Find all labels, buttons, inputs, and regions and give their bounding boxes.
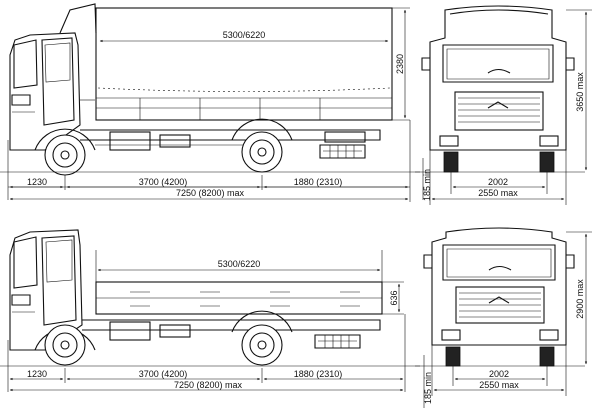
dim-track-width-bottom: 2002 (489, 369, 509, 379)
chassis-bottom (82, 319, 381, 349)
flatbed-truck-side-view (0, 229, 420, 367)
dim-overall-length-top: 7250 (8200) max (176, 188, 245, 198)
dim-overall-length-bottom: 7250 (8200) max (174, 380, 243, 390)
dim-track-width-top: 2002 (488, 177, 508, 187)
dim-overall-height-bottom: 2900 max (575, 279, 585, 319)
flatbed-truck-front-view (415, 227, 585, 367)
cab-side (9, 3, 97, 151)
tarpaulin-truck-front-view (415, 5, 585, 173)
tarpaulin-truck-side-view (0, 3, 420, 176)
dim-overall-width-top: 2550 max (478, 188, 518, 198)
dim-rear-overhang-top: 1880 (2310) (294, 177, 343, 187)
top-side-dimensions: 5300/6220 2380 1230 3700 (4200) 1880 (23… (7, 7, 411, 202)
cab-side-bottom (9, 229, 83, 351)
front-wheel-bottom (34, 324, 96, 366)
dim-overall-height-top: 3650 max (575, 72, 585, 112)
dim-wheelbase-bottom: 3700 (4200) (139, 369, 188, 379)
rear-wheel-bottom (231, 310, 293, 366)
dim-body-length-top: 5300/6220 (223, 30, 266, 40)
dim-rear-overhang-bottom: 1880 (2310) (294, 369, 343, 379)
dim-front-overhang-top: 1230 (27, 177, 47, 187)
dim-wheelbase-top: 3700 (4200) (139, 177, 188, 187)
dim-overall-width-bottom: 2550 max (479, 380, 519, 390)
dim-body-height-top: 2380 (395, 54, 405, 74)
dim-body-length-bottom: 5300/6220 (218, 259, 261, 269)
dim-side-height-bottom: 636 (389, 290, 399, 305)
cargo-body-flatbed (95, 281, 383, 315)
dim-ground-clearance-top: 185 min (422, 169, 432, 201)
dim-ground-clearance-bottom: 185 min (423, 372, 433, 404)
chassis-top (80, 129, 381, 159)
cargo-body-tarpaulin (95, 7, 393, 121)
dim-front-overhang-bottom: 1230 (27, 369, 47, 379)
top-front-dimensions: 3650 max 2002 2550 max 185 min (422, 9, 592, 205)
front-wheel-top (34, 128, 96, 176)
bottom-front-dimensions: 2900 max 2002 2550 max 185 min (423, 231, 592, 408)
rear-wheel-top (231, 118, 293, 173)
bottom-side-dimensions: 5300/6220 636 1230 3700 (4200) 1880 (231… (7, 250, 406, 392)
